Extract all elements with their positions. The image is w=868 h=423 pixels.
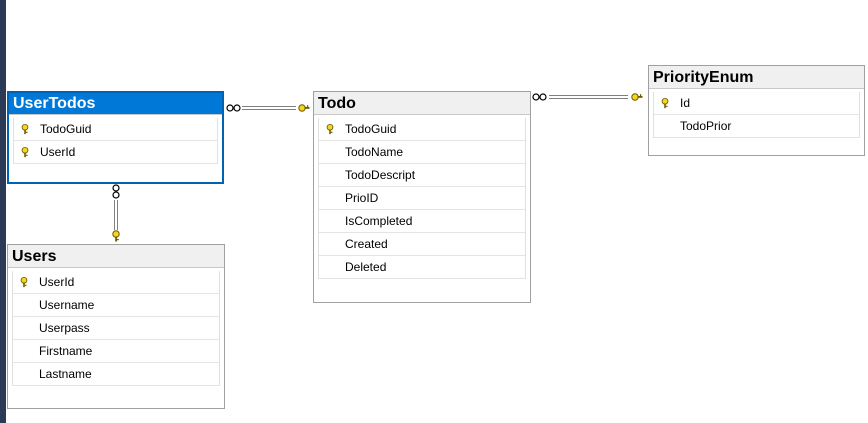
- column-indicator-cell: [319, 164, 341, 186]
- column-row[interactable]: Username: [13, 294, 219, 317]
- column-indicator-cell: [319, 141, 341, 163]
- many-end-infinity-icon: [532, 93, 547, 101]
- column-indicator-cell: [319, 256, 341, 278]
- window-left-edge: [0, 0, 6, 423]
- column-row[interactable]: TodoDescript: [319, 164, 525, 187]
- column-indicator-cell: [13, 363, 35, 385]
- primary-key-icon: [14, 118, 36, 140]
- column-row[interactable]: UserId: [14, 141, 217, 164]
- column-name: PrioID: [345, 191, 379, 205]
- column-row[interactable]: Created: [319, 233, 525, 256]
- column-indicator-cell: [13, 340, 35, 362]
- column-indicator-cell: [13, 317, 35, 339]
- many-end-infinity-icon: [226, 104, 241, 112]
- column-name: Lastname: [39, 367, 92, 381]
- column-name: TodoPrior: [680, 119, 732, 133]
- column-row[interactable]: TodoGuid: [319, 118, 525, 141]
- one-end-key-icon: [631, 93, 643, 101]
- column-name: TodoGuid: [345, 122, 397, 136]
- column-indicator-cell: [319, 233, 341, 255]
- primary-key-icon: [14, 141, 36, 163]
- column-name: TodoName: [345, 145, 404, 159]
- column-row[interactable]: Lastname: [13, 363, 219, 386]
- column-row[interactable]: Deleted: [319, 256, 525, 279]
- column-name: Firstname: [39, 344, 93, 358]
- column-name: IsCompleted: [345, 214, 413, 228]
- column-name: UserId: [39, 275, 75, 289]
- column-name: Deleted: [345, 260, 387, 274]
- column-name: Created: [345, 237, 388, 251]
- column-row[interactable]: TodoGuid: [14, 118, 217, 141]
- table-title: PriorityEnum: [649, 66, 864, 89]
- column-indicator-cell: [319, 210, 341, 232]
- column-indicator-cell: [319, 187, 341, 209]
- column-name: TodoGuid: [40, 122, 92, 136]
- column-row[interactable]: Userpass: [13, 317, 219, 340]
- table-title: Users: [8, 245, 224, 268]
- column-row[interactable]: Id: [654, 92, 859, 115]
- relationship-usertodos-users[interactable]: [112, 184, 120, 242]
- table-title: Todo: [314, 92, 530, 115]
- one-end-key-icon: [112, 230, 120, 242]
- column-name: UserId: [40, 145, 76, 159]
- table-title: UserTodos: [9, 93, 222, 115]
- many-end-infinity-icon: [112, 184, 120, 199]
- column-name: Id: [680, 96, 691, 110]
- column-name: Username: [39, 298, 95, 312]
- relationship-usertodos-todo[interactable]: [226, 104, 310, 112]
- column-indicator-cell: [654, 115, 676, 137]
- column-row[interactable]: TodoName: [319, 141, 525, 164]
- column-indicator-cell: [13, 294, 35, 316]
- column-row[interactable]: UserId: [13, 271, 219, 294]
- column-row[interactable]: PrioID: [319, 187, 525, 210]
- primary-key-icon: [13, 271, 35, 293]
- column-row[interactable]: IsCompleted: [319, 210, 525, 233]
- column-row[interactable]: TodoPrior: [654, 115, 859, 138]
- primary-key-icon: [654, 92, 676, 114]
- relationship-todo-priorityenum[interactable]: [532, 93, 643, 101]
- column-row[interactable]: Firstname: [13, 340, 219, 363]
- one-end-key-icon: [298, 104, 310, 112]
- column-name: TodoDescript: [345, 168, 416, 182]
- primary-key-icon: [319, 118, 341, 140]
- column-name: Userpass: [39, 321, 90, 335]
